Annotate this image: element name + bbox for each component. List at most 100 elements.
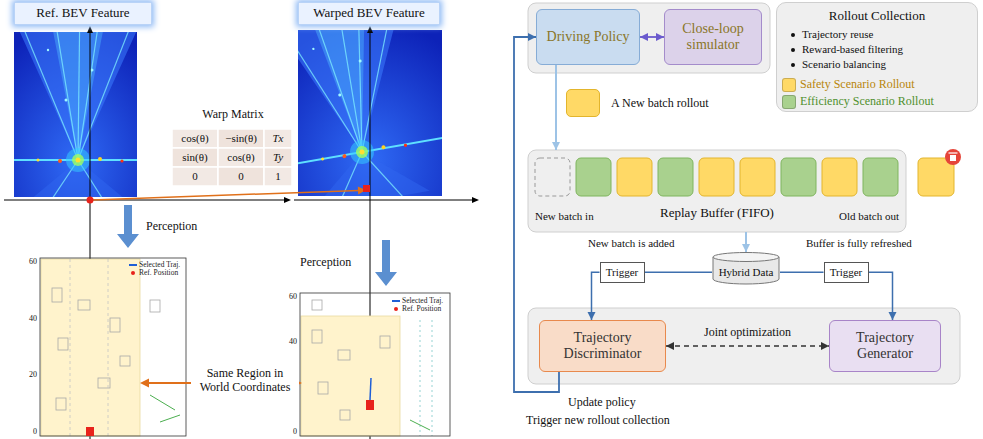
- arrowhead: [552, 142, 560, 150]
- process-label: Perception: [300, 255, 351, 269]
- matrix-cell: cos(θ): [172, 129, 218, 148]
- policy-group: [528, 3, 770, 73]
- label-holder: 0: [218, 167, 264, 186]
- legend-text: Ref. Position: [402, 304, 441, 313]
- optimization-group: [528, 308, 960, 384]
- perception-plot: [40, 258, 186, 436]
- perception-plot: [300, 293, 450, 436]
- label-holder: 1: [264, 167, 292, 186]
- legend-holder: Efficiency Scenario Rollout: [800, 94, 934, 108]
- matrix-cell: cos(θ): [218, 148, 264, 167]
- axis-tick: 0: [274, 427, 297, 437]
- label-holder: Warp Matrix: [178, 107, 288, 121]
- edge-label-holder: Joint optimization: [678, 325, 818, 340]
- connector: [742, 232, 750, 252]
- edge-label: Update policy: [568, 395, 636, 410]
- trigger-condition: New batch is added: [588, 237, 674, 250]
- annotation: Trigger new rollout collection: [526, 413, 670, 427]
- arrowhead: [889, 312, 897, 320]
- bev-heatmap: [14, 32, 137, 197]
- trigger-box: Trigger: [824, 262, 869, 283]
- legend-holder: Selected Traj.: [139, 260, 180, 269]
- label-holder: 0: [172, 167, 218, 186]
- bullet-item: Scenario balancing: [787, 57, 967, 72]
- box-label: Close-loop simulator: [669, 21, 757, 53]
- trigger-condition: Buffer is fully refreshed: [806, 237, 912, 250]
- legend-sample-dot: [394, 307, 398, 311]
- matrix-cell: 1: [264, 167, 292, 186]
- legend-holder: Safety Scenario Rollout: [800, 77, 915, 91]
- legend-text: Selected Traj.: [139, 260, 180, 269]
- axes: [4, 26, 479, 439]
- box-label: Trajectory Generator: [834, 330, 936, 362]
- cylinder-top: [713, 253, 779, 262]
- matrix-cell: Tx: [264, 129, 292, 148]
- axis-tick: 20: [14, 370, 37, 380]
- bullet-text: Trajectory reuse: [802, 27, 873, 42]
- panel-title: Rollout Collection: [787, 7, 967, 25]
- trigger-box: Trigger: [600, 262, 645, 283]
- matrix-cell: 0: [172, 167, 218, 186]
- buffer-text-holder: New batch in: [535, 208, 594, 224]
- label-holder: Tx: [264, 129, 292, 148]
- label-holder: 0: [274, 427, 297, 437]
- replay-buffer: [528, 150, 906, 232]
- connector-line: [869, 272, 893, 320]
- bullet-item: Trajectory reuse: [787, 27, 967, 42]
- policy-box: Driving Policy: [536, 9, 640, 65]
- label-holder: Perception: [146, 219, 197, 233]
- matrix-cell: 0: [218, 167, 264, 186]
- connector: [588, 272, 600, 320]
- label-holder: cos(θ): [218, 148, 264, 167]
- buffer-end-label: New batch in: [535, 208, 594, 224]
- batch-square: A New batch rollout: [566, 89, 600, 117]
- axis-tick: 60: [14, 257, 37, 267]
- buffer-box: Replay Buffer (FIFO)New batch inOld batc…: [528, 150, 906, 232]
- arrowhead: [742, 244, 750, 252]
- arrowhead: [528, 33, 536, 41]
- label-holder: 40: [14, 314, 37, 324]
- arrowhead: [821, 342, 829, 350]
- discriminator-box: Trajectory Discriminator: [539, 320, 666, 372]
- warp-arrow: [87, 185, 371, 204]
- bullet-text: Reward-based filtering: [802, 42, 903, 57]
- annotation: Same Region in World Coordinates: [191, 366, 299, 395]
- label-holder: sin(θ): [172, 148, 218, 167]
- bullet-dot: [791, 48, 795, 52]
- connector-line: [645, 272, 713, 274]
- legend-holder: Ref. Position: [139, 268, 178, 277]
- feature-title: Warped BEV Feature: [298, 2, 440, 25]
- warped-point: [363, 185, 370, 192]
- data-cylinder: Hybrid Data: [712, 252, 780, 284]
- box-label: Warped BEV Feature: [313, 6, 424, 21]
- process-label: Perception: [146, 219, 197, 233]
- label-holder: 0: [14, 427, 37, 437]
- buffer-text-holder: Old batch out: [839, 208, 899, 224]
- legend-swatch: [782, 95, 796, 109]
- legend-text: Ref. Position: [139, 268, 178, 277]
- legend-text: Efficiency Scenario Rollout: [800, 94, 934, 108]
- axis-tick: 40: [14, 314, 37, 324]
- table-title: Warp Matrix: [178, 107, 288, 121]
- label-holder: New batch is added: [588, 237, 674, 250]
- connector: [869, 272, 897, 320]
- matrix-cell: sin(θ): [172, 148, 218, 167]
- bullet-dot: [791, 33, 795, 37]
- bullet-dot: [791, 63, 795, 67]
- label-holder: cos(θ): [172, 129, 218, 148]
- ref-point: [87, 197, 94, 204]
- buffer-end-label: Old batch out: [839, 208, 899, 224]
- caption-holder: A New batch rollout: [611, 95, 709, 111]
- connector-line: [555, 65, 557, 150]
- edge-label: Joint optimization: [678, 325, 818, 340]
- box-label: Driving Policy: [547, 29, 630, 45]
- label-holder: 40: [274, 337, 297, 347]
- discarded-batch: [918, 149, 961, 196]
- label-holder: Buffer is fully refreshed: [806, 237, 912, 250]
- bullet-item: Reward-based filtering: [787, 42, 967, 57]
- bullet-text: Scenario balancing: [802, 57, 886, 72]
- connector: [645, 272, 713, 273]
- batch-caption: A New batch rollout: [611, 95, 709, 111]
- connector-line: [666, 345, 829, 346]
